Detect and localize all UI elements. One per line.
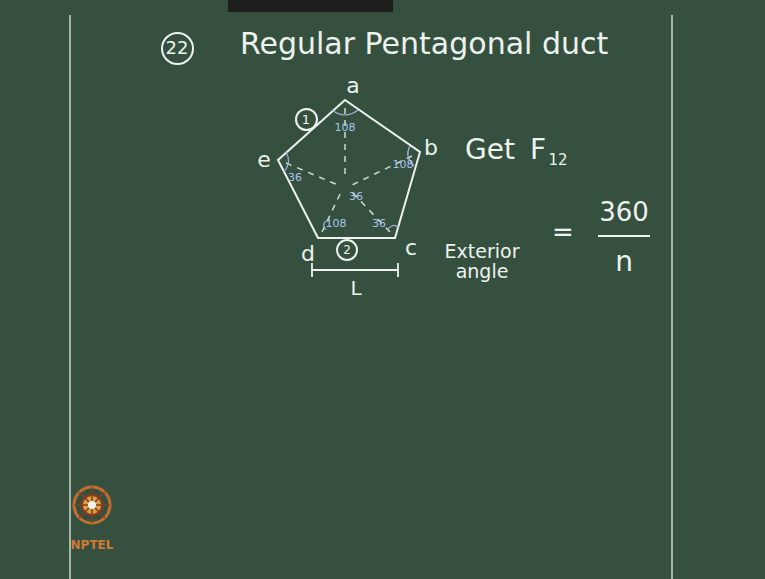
angle-arcs <box>284 110 414 230</box>
title: Regular Pentagonal duct <box>240 26 608 61</box>
chalk-label: e <box>257 148 271 171</box>
chalk-label: 12 <box>548 153 567 169</box>
chalk-label: = <box>552 219 574 246</box>
circle-label: 1 <box>302 113 310 126</box>
chalk-label: 108 <box>393 159 414 171</box>
circle-label: 2 <box>343 244 351 256</box>
chalk-label: n <box>615 247 633 276</box>
circled-number: 2 <box>336 239 358 261</box>
chalk-label: b <box>424 136 438 159</box>
chalk-label: L <box>350 278 361 299</box>
chalk-label: 360 <box>599 199 649 226</box>
circled-number: 22 <box>161 32 194 65</box>
chalk-label: d <box>301 242 315 265</box>
chalk-label: 36 <box>288 172 302 184</box>
chalk-label: 108 <box>326 218 347 230</box>
chalk-label: Get <box>465 135 515 164</box>
chalk-label: 108 <box>335 122 356 134</box>
fraction-bar <box>598 235 650 237</box>
top-bar <box>228 0 393 12</box>
circle-label: 22 <box>166 39 189 57</box>
chalk-label: Exterior angle <box>437 242 527 282</box>
board-edge <box>671 15 673 579</box>
dimension-line <box>312 263 398 277</box>
nptel-logo <box>74 487 110 523</box>
logo-text: NPTEL <box>71 539 114 552</box>
circled-number: 1 <box>295 108 318 131</box>
board-edge <box>69 15 71 579</box>
chalk-label: 36 <box>349 191 363 203</box>
chalk-label: a <box>346 74 359 97</box>
pentagon <box>278 100 420 238</box>
chalk-label: c <box>405 236 417 259</box>
chalk-label: F <box>530 135 546 164</box>
chalk-label: 36 <box>372 218 386 230</box>
